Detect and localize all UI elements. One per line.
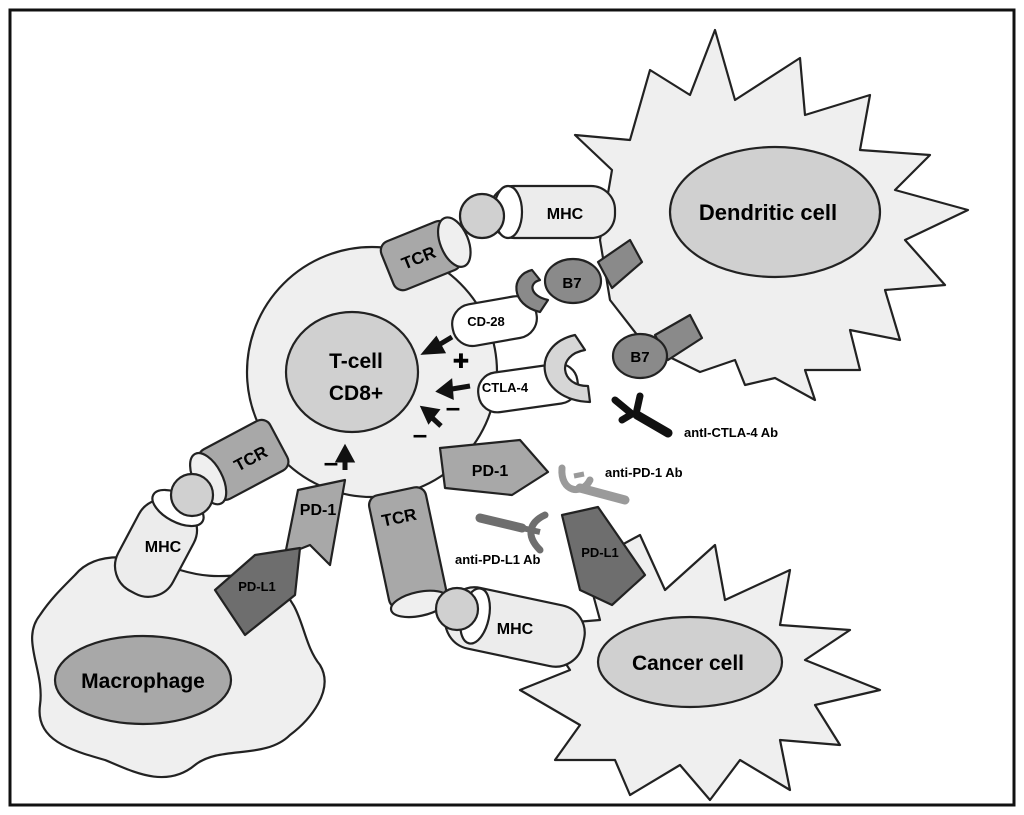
cd28-binding-cup <box>515 268 550 314</box>
mhc-left-label: MHC <box>145 539 182 556</box>
costim-plus-sign: ✚ <box>453 351 470 373</box>
cd28-receptor: CD-28 <box>451 268 550 348</box>
b7-upper-label: B7 <box>562 275 581 292</box>
cd28-arrowhead <box>420 335 447 355</box>
anti-pd1-antibody: anti-PD-1 Ab <box>558 464 683 505</box>
tcell-label-line2: CD8+ <box>329 382 383 405</box>
pd1-right-label: PD-1 <box>472 463 509 480</box>
anti-pdl1-label: anti-PD-L1 Ab <box>455 552 541 567</box>
tcr-bottom: TCR <box>367 486 450 619</box>
antigen-top <box>458 192 506 240</box>
anti-pd1-label: anti-PD-1 Ab <box>605 465 683 480</box>
ctla4-receptor: CTLA-4 <box>477 333 592 414</box>
pd1-left-label: PD-1 <box>300 502 337 519</box>
tcell-label-line1: T-cell <box>329 350 383 373</box>
macrophage-nucleus <box>53 634 233 726</box>
b7-lower: B7 <box>611 313 704 380</box>
antigen-bottom <box>434 586 480 632</box>
dendritic-cell: Dendritic cell <box>573 28 970 402</box>
mhc-top-label: MHC <box>547 206 584 223</box>
ctla4-minus-sign-a: – <box>446 392 460 422</box>
pdl1-cancer-label: PD-L1 <box>581 545 619 560</box>
pdl1-macrophage: PD-L1 <box>213 546 302 637</box>
b7-lower-label: B7 <box>630 349 649 366</box>
anti-ctla4-label: antI-CTLA-4 Ab <box>684 425 778 440</box>
mhc-top: MHC <box>458 184 617 240</box>
pd1-right: PD-1 <box>438 438 550 497</box>
anti-pdl1-antibody: anti-PD-L1 Ab <box>455 511 549 567</box>
t-cell: T-cell CD8+ <box>245 245 499 499</box>
pd1-left: PD-1 <box>283 478 347 567</box>
pd1-minus-sign: – <box>324 447 338 477</box>
tcell-nucleus <box>284 310 420 434</box>
pd1-arrowhead <box>334 443 356 463</box>
signal-arrows <box>334 334 471 470</box>
cancer-nucleus <box>596 615 784 709</box>
ctla4-minus-sign-b: – <box>413 419 427 449</box>
dendritic-label: Dendritic cell <box>699 200 837 225</box>
ctla4-arrowhead <box>435 378 454 401</box>
mhc-bottom-label: MHC <box>497 621 534 638</box>
mhc-left: MHC <box>113 472 215 598</box>
ctla4-label: CTLA-4 <box>482 380 529 395</box>
cancer-label: Cancer cell <box>632 652 744 675</box>
cd28-label: CD-28 <box>467 314 505 329</box>
anti-ctla4-antibody: antI-CTLA-4 Ab <box>611 392 778 440</box>
mhc-bottom: MHC <box>434 586 586 668</box>
tcr-left: TCR <box>189 418 290 506</box>
ctla4-inhibit-arrowhead <box>419 405 441 425</box>
b7-upper: B7 <box>543 238 644 305</box>
macrophage-label: Macrophage <box>81 670 205 693</box>
pdl1-macrophage-label: PD-L1 <box>238 579 276 594</box>
ctla4-binding-cup <box>543 333 592 404</box>
pdl1-cancer: PD-L1 <box>560 505 647 607</box>
dendritic-nucleus <box>668 145 882 279</box>
antigen-left <box>169 472 215 518</box>
tcr-top: TCR <box>379 216 472 292</box>
